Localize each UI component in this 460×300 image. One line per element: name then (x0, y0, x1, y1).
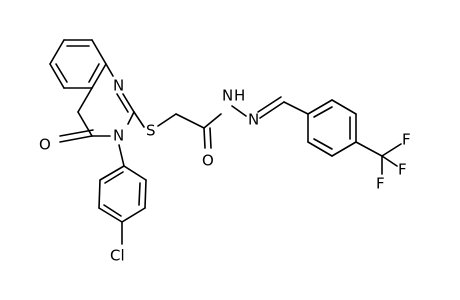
benzo-ring (49, 39, 107, 89)
ring-nitrogen-3-label: N (113, 127, 124, 145)
pyrimidinone-ring (77, 63, 135, 137)
chlorophenyl-ring (98, 144, 147, 245)
imine-nitrogen-label: N (248, 111, 259, 129)
sulfur-label: S (146, 122, 156, 140)
fluorine-1-label: F (402, 131, 411, 149)
fluorine-3-label: F (376, 175, 385, 193)
amide-oxygen-label: O (202, 152, 214, 170)
fluorine-2-label: F (398, 161, 407, 179)
thioacetohydrazide-chain (133, 96, 309, 149)
hydrazide-hydrogen-label: H (234, 87, 245, 105)
ring-oxygen-label: O (39, 136, 51, 154)
ring-nitrogen-1-label: N (113, 77, 124, 95)
trifluoromethylphenyl-ring (307, 99, 402, 175)
ring-carbonyl (59, 129, 94, 143)
chlorine-label: Cl (110, 247, 125, 265)
hydrazide-nh-nitrogen-label: N (222, 87, 233, 105)
